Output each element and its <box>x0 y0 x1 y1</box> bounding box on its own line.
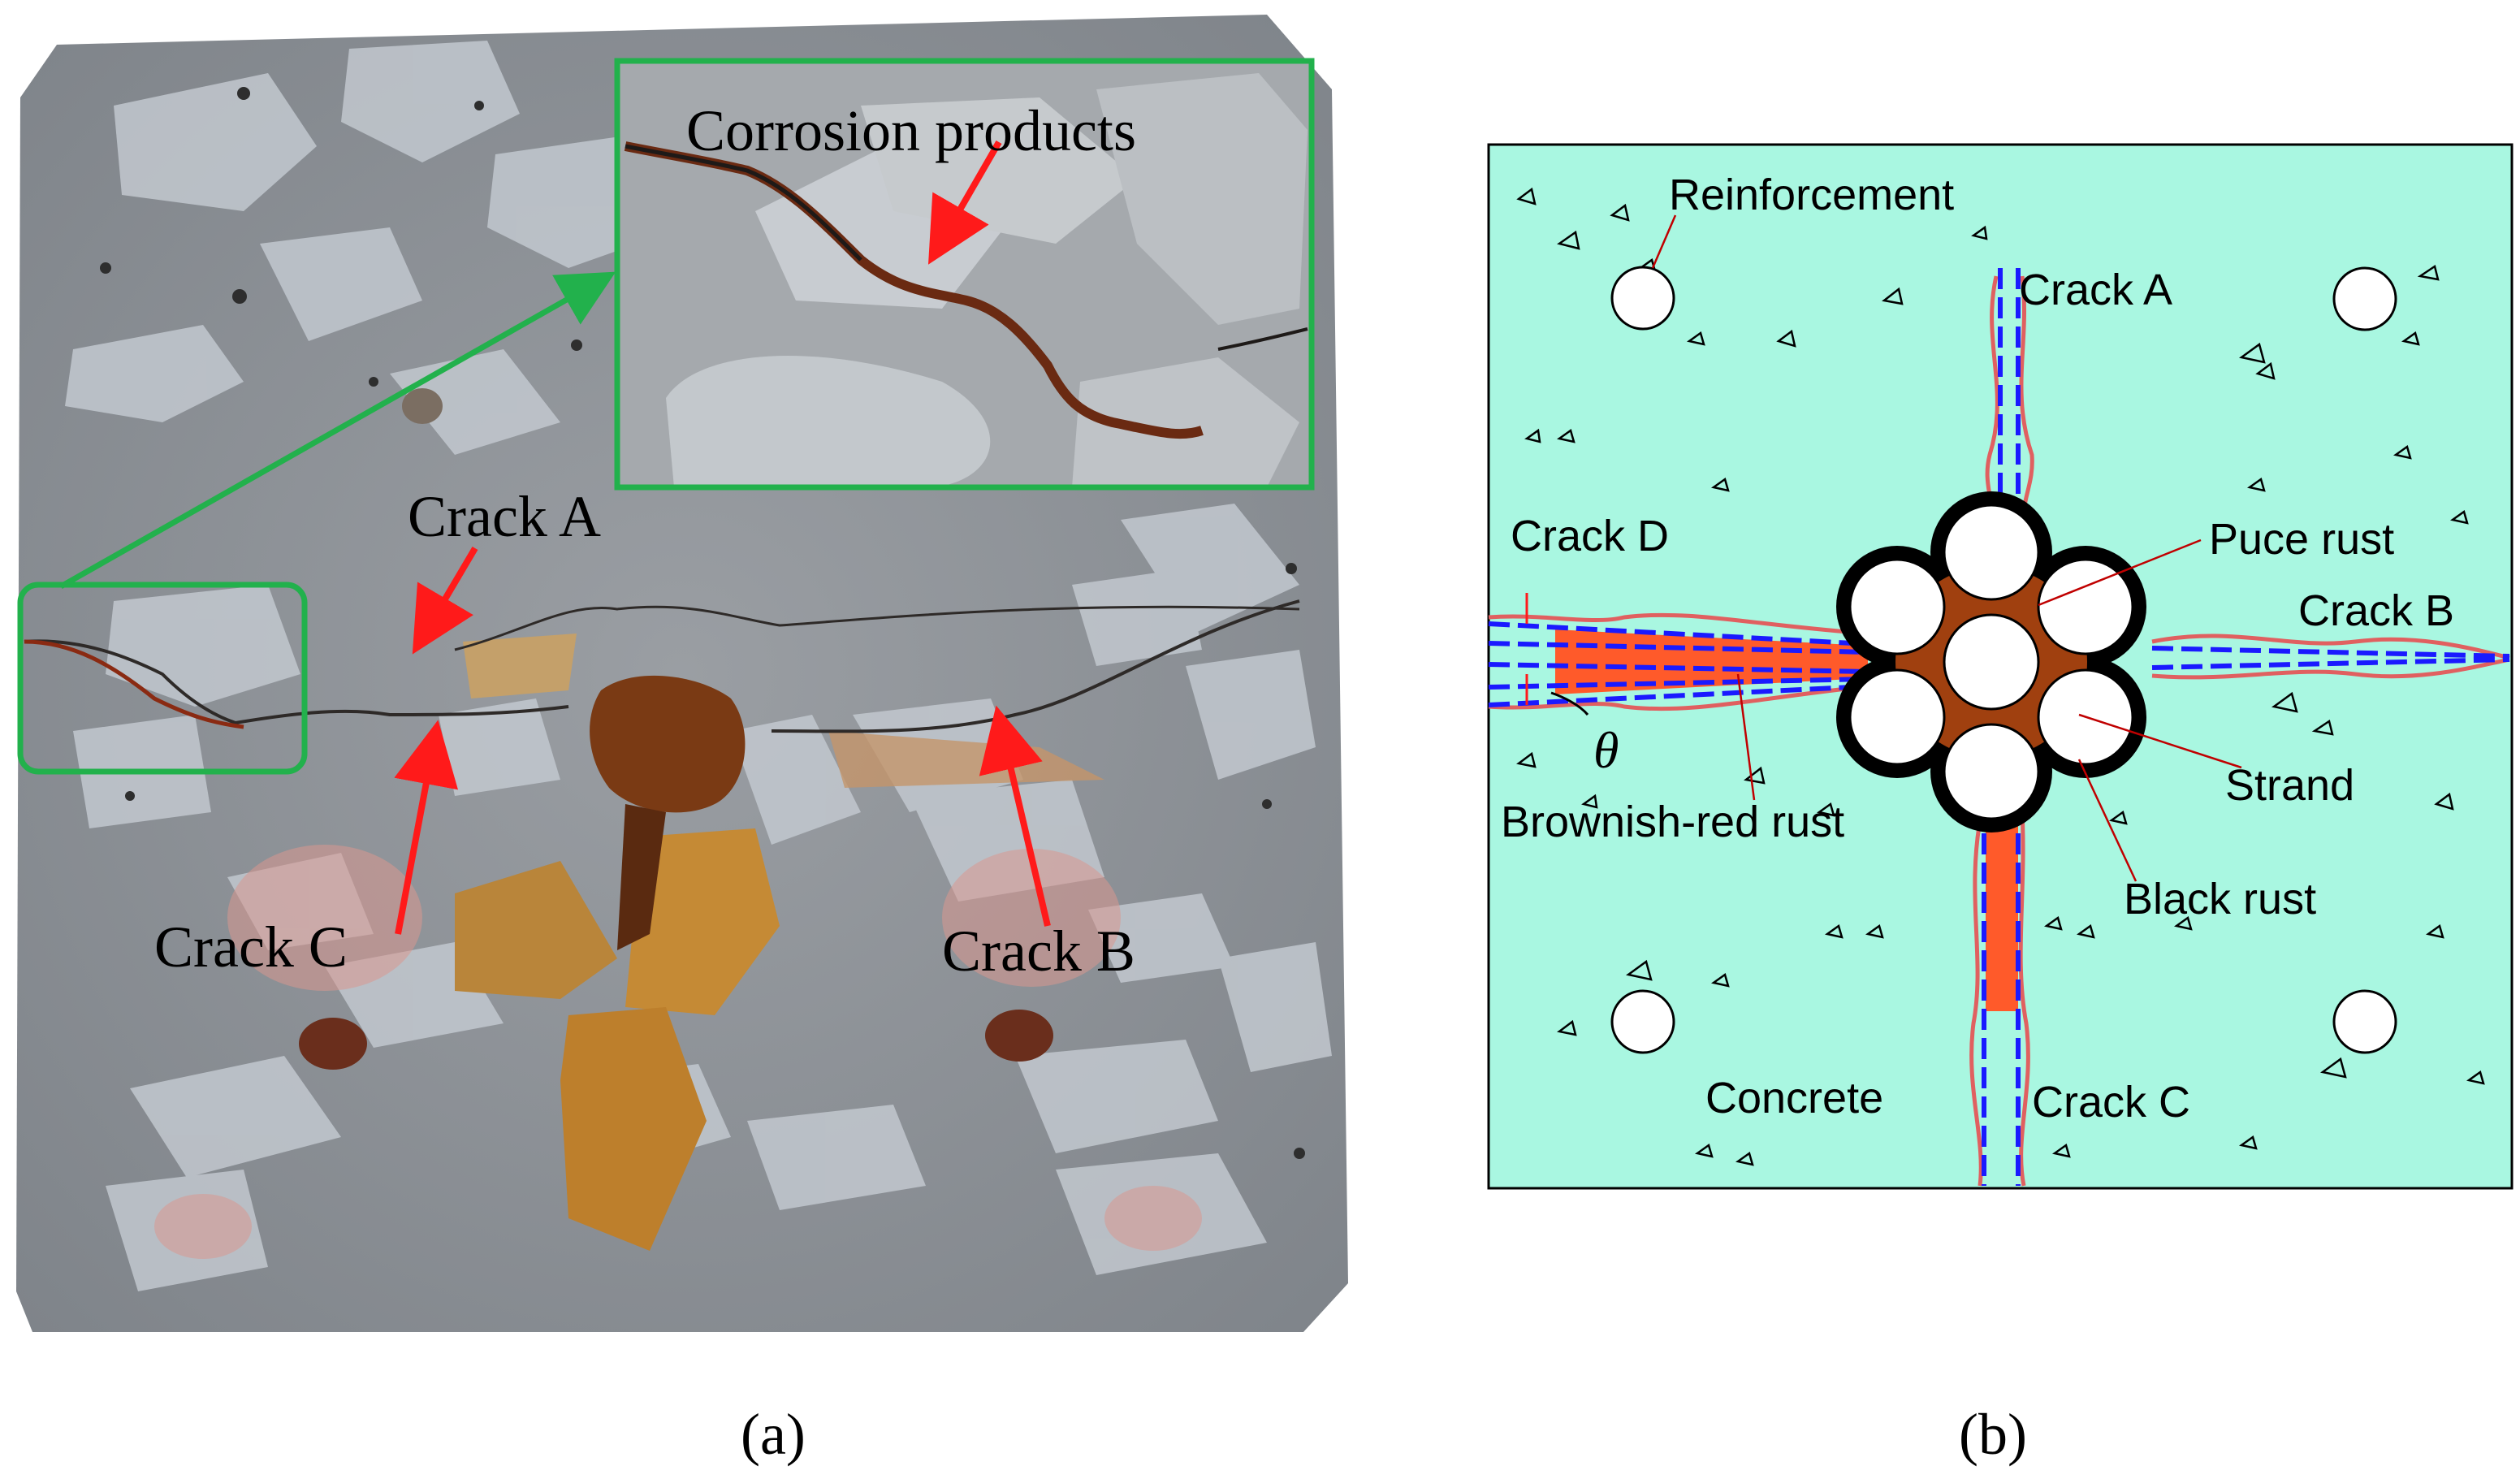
caption-a: (a) <box>741 1402 806 1467</box>
leader-lines <box>1651 214 2242 882</box>
pink-stains <box>154 845 1202 1259</box>
crack-a-label-a: Crack A <box>408 484 601 549</box>
corrosion-arrow <box>928 141 1002 265</box>
strand-wires <box>1848 504 2134 820</box>
crack-upper-branch <box>454 605 1300 651</box>
panel-a: Corrosion products Crack A Crack C Crack… <box>16 15 1348 1467</box>
caption-b: (b) <box>1959 1402 2027 1467</box>
crack-c-diagram <box>1969 804 2030 1187</box>
crack-a-line <box>24 639 569 725</box>
strand-label: Strand <box>2225 761 2354 810</box>
crack-c-arrow <box>394 720 458 935</box>
crack-b-label-a: Crack B <box>942 919 1135 984</box>
brownish-red-rust-label: Brownish-red rust <box>1501 798 1844 846</box>
crack-c-label-a: Crack C <box>154 915 348 980</box>
crack-c-label-b: Crack C <box>2032 1078 2190 1127</box>
crack-a-arrow <box>412 546 478 655</box>
crack-b-label-b: Crack B <box>2298 586 2454 635</box>
corrosion-products-label: Corrosion products <box>686 98 1136 163</box>
concrete-label: Concrete <box>1705 1074 1883 1122</box>
reinforcement-holes-photo <box>299 388 1053 1070</box>
reinforcement-bottom-left <box>1610 989 1675 1054</box>
crack-c-rust-fill <box>1986 812 2018 1011</box>
black-rust-label: Black rust <box>2124 875 2316 923</box>
zoom-arrow <box>59 271 616 590</box>
rust-stained-stones <box>455 634 1104 1251</box>
panel-b: Reinforcement Crack A Crack D Puce rust … <box>1487 143 2514 1467</box>
puce-rust-label: Puce rust <box>2209 515 2394 564</box>
reinforcement-bars <box>1610 266 2397 1054</box>
crack-b-arrow <box>979 705 1051 927</box>
crack-d-diagram <box>1488 593 1869 716</box>
theta-label: θ <box>1593 721 1619 779</box>
reinforcement-top-right <box>2332 266 2397 331</box>
pores <box>100 87 1305 1159</box>
strand-assembly <box>1836 491 2146 832</box>
reinforcement-bottom-right <box>2332 989 2397 1054</box>
crack-d-rust-fill <box>1555 629 1868 694</box>
reinforcement-top-left <box>1610 266 1675 331</box>
crack-a-label-b: Crack A <box>2019 266 2172 314</box>
inset-zoom <box>614 58 1315 491</box>
crack-b-diagram <box>2151 634 2510 680</box>
reinforcement-label: Reinforcement <box>1669 171 1954 219</box>
crack-d-label-b: Crack D <box>1511 512 1669 560</box>
inset-source-box <box>17 582 308 775</box>
theta-angle-arc <box>1550 691 1589 716</box>
